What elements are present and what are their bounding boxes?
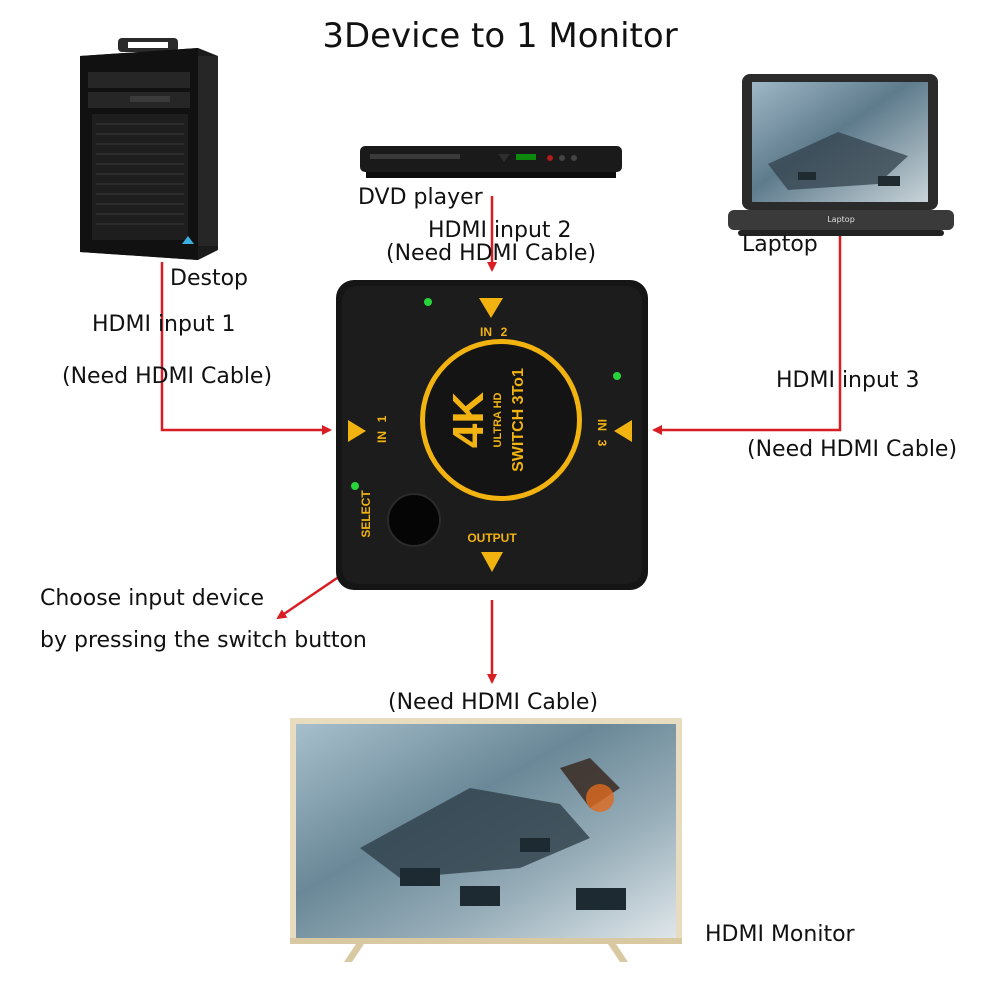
led-input-2 (424, 298, 432, 306)
in3-label: IN (595, 419, 609, 431)
wire-input-3 (652, 236, 842, 435)
logo-switch-3to1: SWITCH 3To1 (510, 368, 527, 472)
in1-arrow-icon (348, 420, 366, 442)
led-input-1 (351, 482, 359, 490)
in2-arrow-icon (479, 298, 503, 318)
in1-num: 1 (375, 415, 389, 422)
hdmi-input-3-cable-label: (Need HDMI Cable) (747, 437, 958, 462)
hdmi-switch-box: 4K ULTRA HD SWITCH 3To1 IN 2 IN 1 IN 3 O… (336, 280, 648, 590)
hdmi-monitor-label: HDMI Monitor (705, 922, 855, 947)
hdmi-input-2-label: HDMI input 2 (428, 218, 572, 243)
logo-4k: 4K (444, 392, 493, 448)
hdmi-input-1-cable-label: (Need HDMI Cable) (62, 364, 273, 389)
desktop-tower-icon (80, 38, 218, 260)
desktop-label: Destop (170, 266, 248, 291)
wire-input-1 (160, 262, 332, 435)
dvd-player-icon (360, 146, 622, 178)
in1-label: IN (375, 431, 389, 443)
select-label: SELECT (359, 490, 373, 538)
laptop-icon: Laptop (728, 74, 954, 236)
select-hint-line-1: Choose input device (40, 586, 265, 611)
output-arrow-icon (481, 552, 503, 572)
hdmi-monitor-icon (290, 718, 682, 962)
in2-label: IN (480, 325, 492, 339)
diagram-title: 3Device to 1 Monitor (322, 16, 678, 56)
in3-arrow-icon (614, 420, 632, 442)
select-hint-line-2: by pressing the switch button (40, 628, 367, 653)
led-input-3 (613, 372, 621, 380)
laptop-label: Laptop (742, 232, 818, 257)
dvd-player-label: DVD player (358, 185, 483, 210)
laptop-screen-label: Laptop (827, 215, 855, 224)
select-button[interactable] (387, 493, 441, 547)
output-cable-label: (Need HDMI Cable) (388, 690, 599, 715)
in2-num: 2 (501, 325, 508, 339)
hdmi-input-2-cable-label: (Need HDMI Cable) (386, 241, 597, 266)
in3-num: 3 (595, 440, 609, 447)
hdmi-input-3-label: HDMI input 3 (776, 368, 920, 393)
output-label: OUTPUT (467, 531, 517, 545)
hdmi-input-1-label: HDMI input 1 (92, 312, 236, 337)
logo-ultra-hd: ULTRA HD (492, 392, 504, 447)
